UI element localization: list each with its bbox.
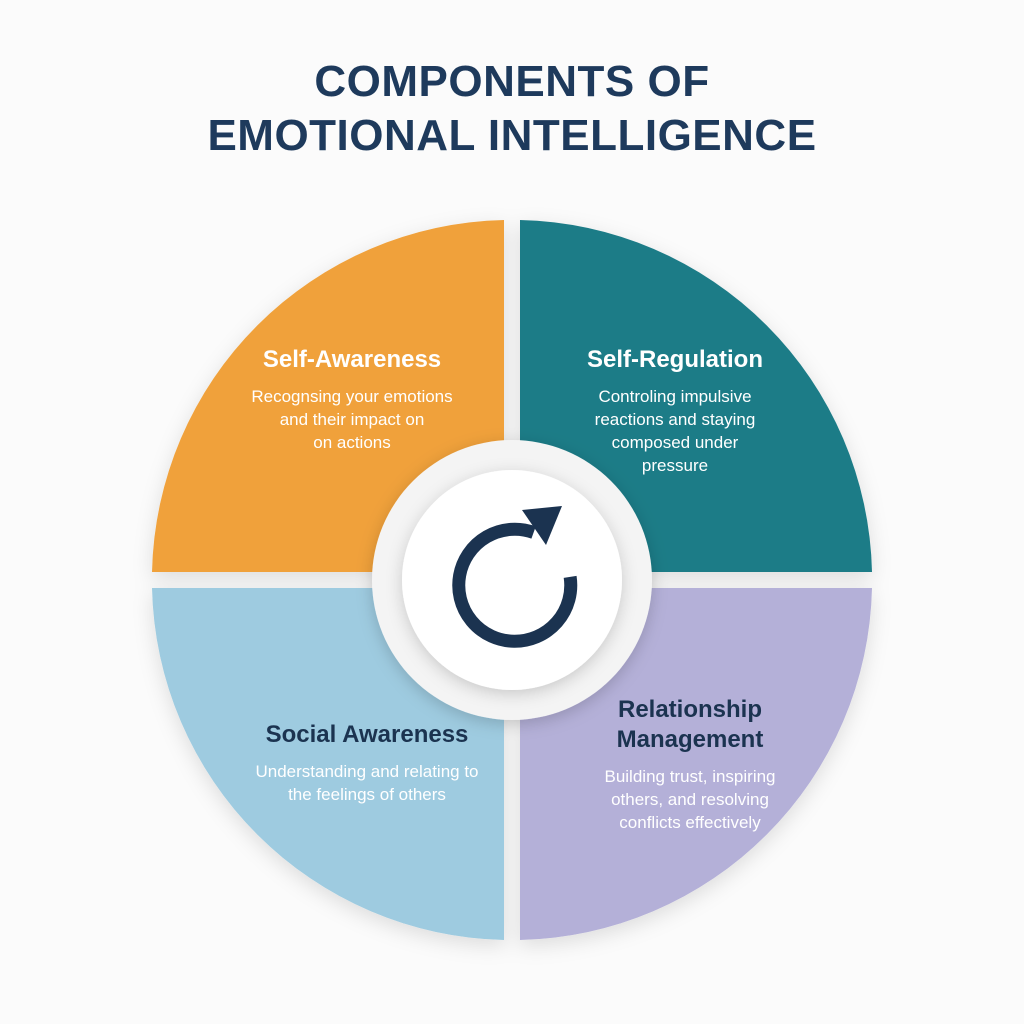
self-awareness-block: Self-Awareness Recognsing your emotions …: [222, 345, 482, 454]
self-regulation-desc: Controling impulsive reactions and stayi…: [545, 385, 805, 477]
desc-line: composed under: [611, 433, 739, 452]
desc-line: conflicts effectively: [619, 813, 761, 832]
self-regulation-title: Self-Regulation: [586, 346, 763, 373]
desc-line: pressure: [641, 456, 709, 475]
desc-line: the feelings of others: [288, 785, 446, 804]
cycle-arrow-icon: [452, 506, 578, 648]
page-title: COMPONENTS OF EMOTIONAL INTELLIGENCE: [0, 55, 1024, 163]
desc-line: Controling impulsive: [598, 387, 752, 406]
desc-line: and their impact on: [279, 410, 425, 429]
desc-line: Understanding and relating to: [255, 762, 479, 781]
self-awareness-title: Self-Awareness: [262, 346, 442, 373]
center-inner-circle: [402, 470, 622, 690]
title-line-2: EMOTIONAL INTELLIGENCE: [207, 111, 817, 160]
desc-line: reactions and staying: [594, 410, 756, 429]
title-line: Management: [616, 726, 764, 753]
social-awareness-block: Social Awareness Understanding and relat…: [212, 720, 522, 806]
desc-line: others, and resolving: [611, 790, 769, 809]
social-awareness-desc: Understanding and relating to the feelin…: [212, 760, 522, 806]
title-line-1: COMPONENTS OF: [314, 57, 710, 106]
self-regulation-block: Self-Regulation Controling impulsive rea…: [545, 345, 805, 477]
relationship-management-title: Relationship Management: [560, 695, 820, 755]
desc-line: on actions: [313, 433, 391, 452]
desc-line: Building trust, inspiring: [604, 767, 776, 786]
relationship-management-block: Relationship Management Building trust, …: [560, 695, 820, 834]
title-line: Relationship: [617, 696, 762, 723]
self-awareness-desc: Recognsing your emotions and their impac…: [222, 385, 482, 454]
desc-line: Recognsing your emotions: [251, 387, 453, 406]
relationship-management-desc: Building trust, inspiring others, and re…: [560, 765, 820, 834]
social-awareness-title: Social Awareness: [265, 721, 469, 748]
